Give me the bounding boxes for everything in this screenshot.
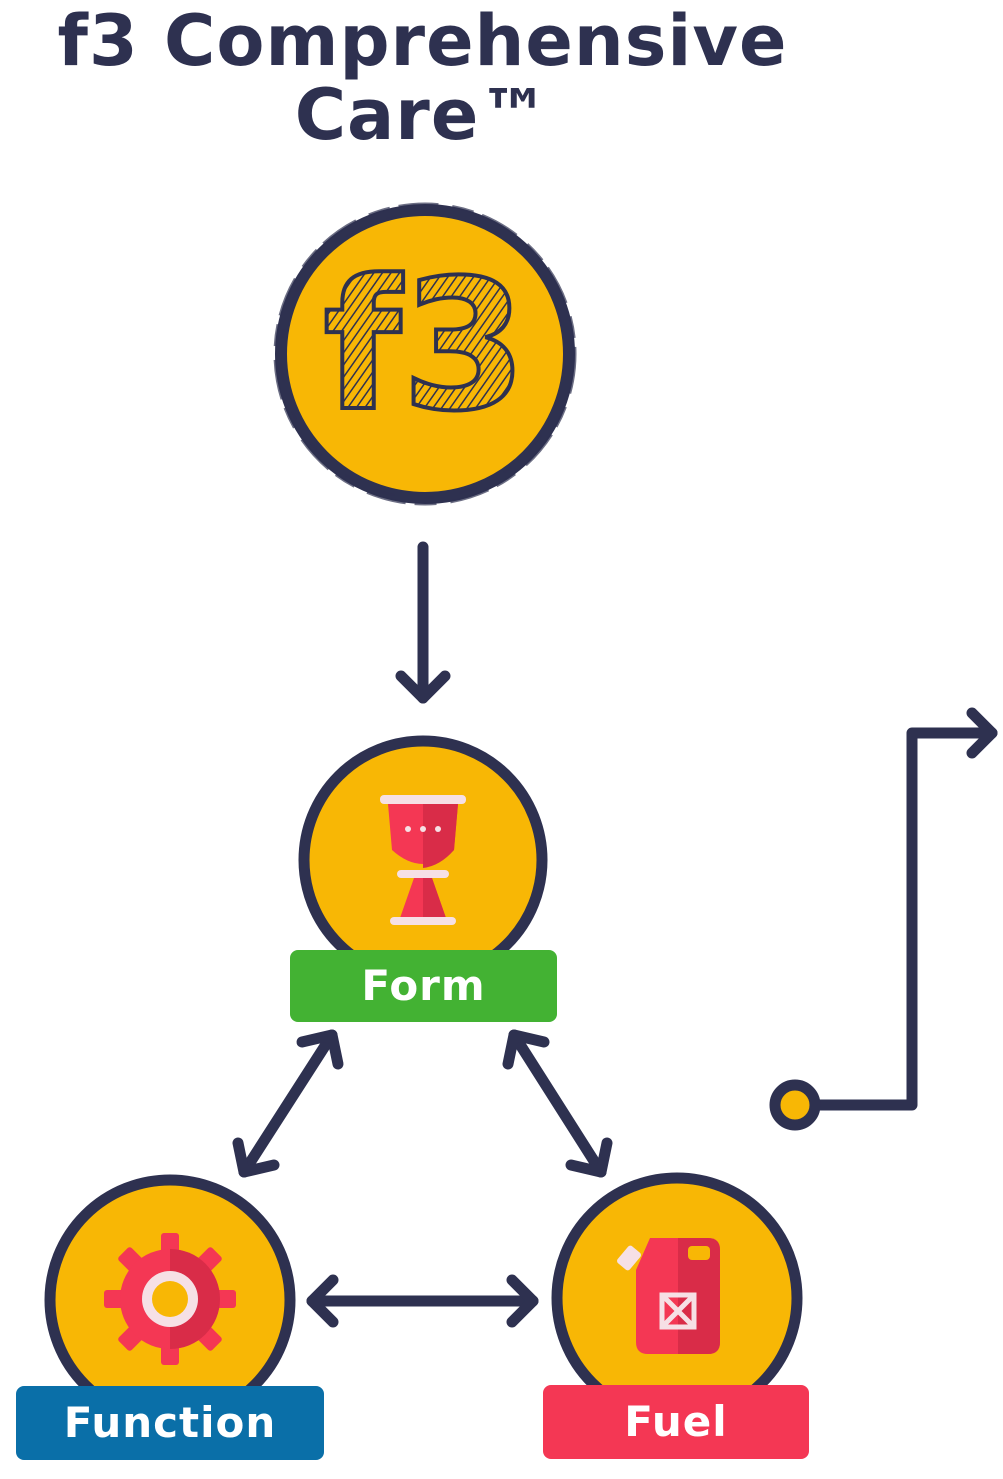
node-function: [44, 1174, 296, 1426]
node-fuel: [551, 1172, 803, 1424]
arrow-form-function: [232, 1029, 344, 1178]
connector-to-next: [810, 707, 998, 1111]
arrow-form-fuel: [502, 1029, 613, 1178]
node-form: [298, 735, 548, 985]
title-line-1: f3 Comprehensive: [57, 0, 788, 82]
function-label: Function: [16, 1386, 324, 1460]
logo-text: f3: [323, 242, 527, 451]
fuel-can-icon: [617, 1238, 720, 1354]
form-label-text: Form: [361, 961, 486, 1010]
f3-logo-badge: f3: [273, 202, 577, 506]
fuel-label: Fuel: [543, 1385, 809, 1459]
function-label-text: Function: [63, 1398, 277, 1447]
gear-icon: [104, 1233, 236, 1365]
arrow-function-fuel: [306, 1274, 539, 1328]
chalice-icon: [380, 795, 466, 925]
form-label: Form: [290, 950, 557, 1022]
arrow-logo-to-form: [395, 541, 451, 704]
connector-dot: [769, 1079, 821, 1131]
fuel-label-text: Fuel: [624, 1397, 728, 1446]
page-title: f3 Comprehensive Care™: [0, 4, 845, 152]
title-line-2: Care™: [294, 74, 551, 156]
